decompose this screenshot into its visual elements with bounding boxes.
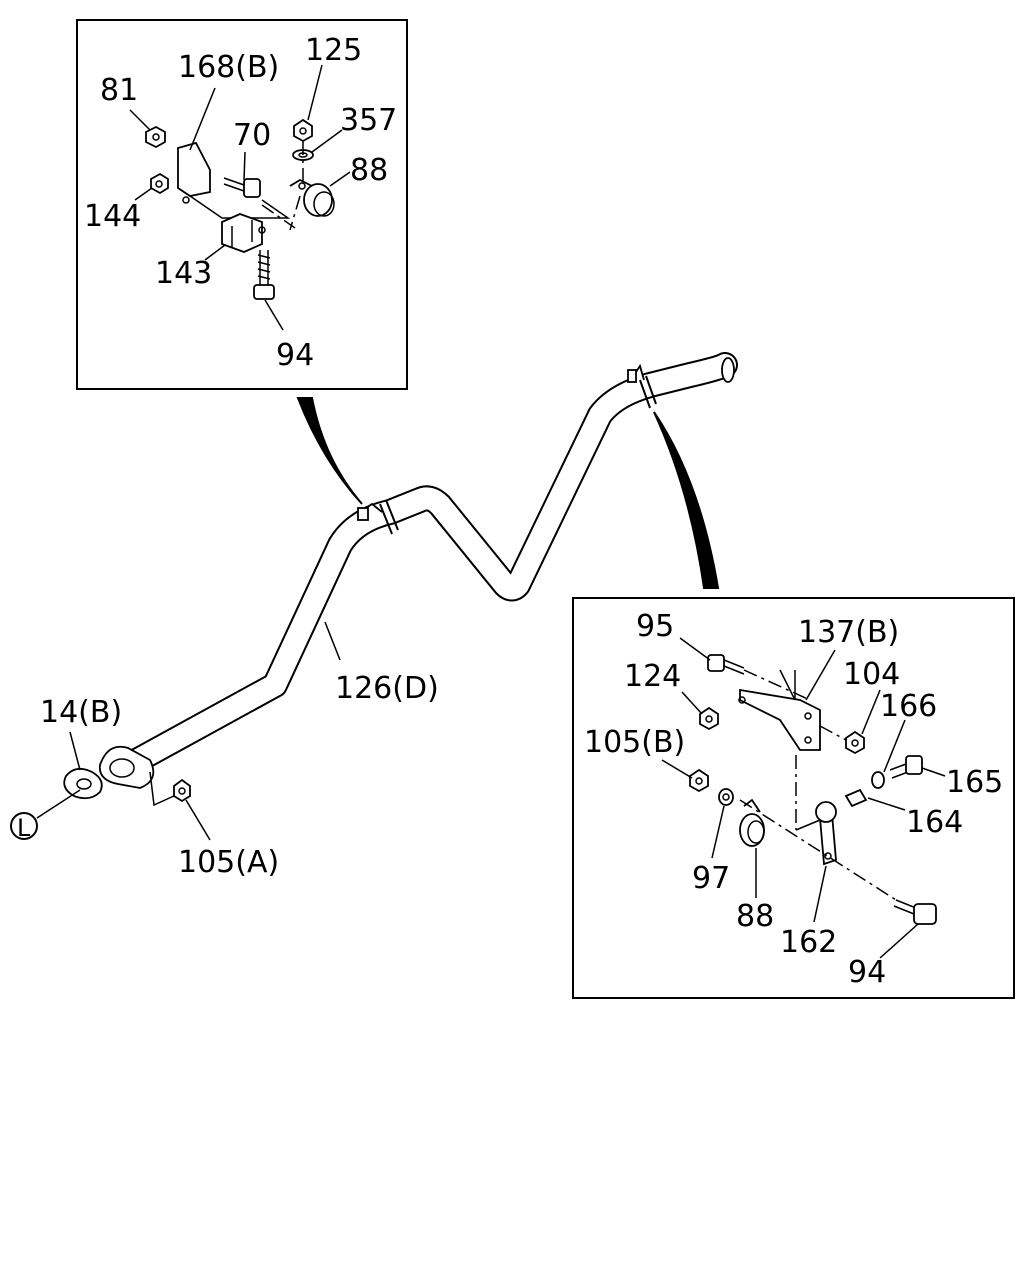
bracket-168b bbox=[177, 141, 211, 197]
nut-144 bbox=[150, 172, 169, 195]
label-125: 125 bbox=[305, 33, 362, 68]
label-94-right: 94 bbox=[848, 955, 886, 990]
bracket-137b bbox=[739, 688, 821, 751]
label-143: 143 bbox=[155, 256, 212, 291]
label-137b: 137(B) bbox=[798, 615, 899, 650]
nut-81 bbox=[145, 125, 166, 149]
left-inset: 81 168(B) 125 357 70 88 144 143 94 bbox=[76, 19, 408, 390]
sleeve-164 bbox=[844, 788, 868, 808]
washer-97 bbox=[718, 788, 734, 806]
label-95: 95 bbox=[636, 609, 674, 644]
right-inset: 95 137(B) 124 104 166 105(B) 165 164 97 … bbox=[572, 597, 1015, 999]
bolt-94-right bbox=[913, 903, 937, 925]
label-166: 166 bbox=[880, 689, 937, 724]
bolt-70 bbox=[243, 178, 261, 198]
nut-125 bbox=[293, 118, 313, 143]
nut-105b bbox=[689, 768, 709, 793]
label-94-left: 94 bbox=[276, 338, 314, 373]
label-144: 144 bbox=[84, 199, 141, 234]
label-357: 357 bbox=[340, 103, 397, 138]
label-168b: 168(B) bbox=[178, 50, 279, 85]
washer-166 bbox=[871, 771, 885, 789]
bolt-165 bbox=[905, 755, 923, 775]
left-inset-frame bbox=[76, 19, 408, 390]
label-81: 81 bbox=[100, 73, 138, 108]
label-70: 70 bbox=[233, 118, 271, 153]
pipe-126d bbox=[98, 352, 738, 807]
label-14b: 14(B) bbox=[40, 695, 122, 730]
nut-104 bbox=[845, 730, 865, 755]
nut-105a bbox=[173, 778, 191, 803]
label-162: 162 bbox=[780, 925, 837, 960]
label-104: 104 bbox=[843, 657, 900, 692]
callout-wedge-left bbox=[296, 397, 363, 505]
mount-143 bbox=[221, 213, 263, 253]
label-124: 124 bbox=[624, 659, 681, 694]
label-connector-l: L bbox=[17, 814, 31, 842]
right-inset-frame bbox=[572, 597, 1015, 999]
bolt-95 bbox=[707, 654, 725, 672]
gasket-14b bbox=[63, 767, 103, 800]
callout-wedge-right bbox=[653, 411, 720, 589]
clamp-88-left bbox=[303, 183, 333, 217]
pipe-flange bbox=[98, 745, 155, 789]
label-165: 165 bbox=[946, 765, 1003, 800]
connector-l-circle bbox=[10, 812, 38, 840]
label-105b: 105(B) bbox=[584, 725, 685, 760]
label-164: 164 bbox=[906, 805, 963, 840]
label-88-left: 88 bbox=[350, 153, 388, 188]
label-126d: 126(D) bbox=[335, 671, 439, 706]
label-88-right: 88 bbox=[736, 899, 774, 934]
bolt-94-left bbox=[253, 284, 275, 300]
label-105a: 105(A) bbox=[178, 845, 279, 880]
nut-124 bbox=[699, 706, 719, 731]
label-97: 97 bbox=[692, 861, 730, 896]
